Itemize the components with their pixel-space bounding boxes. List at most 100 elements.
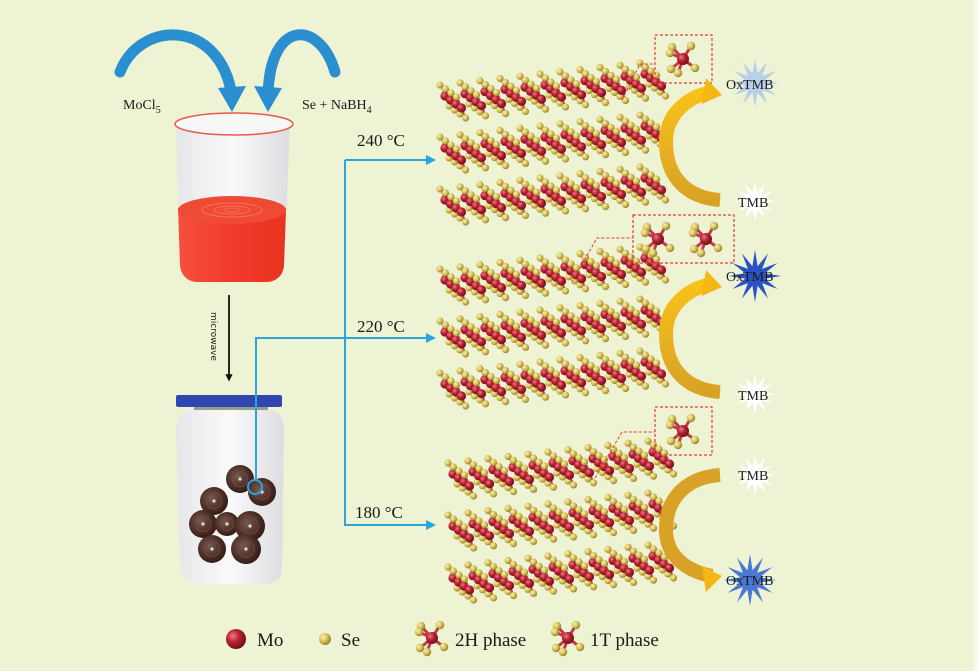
- se-atom: [532, 372, 541, 380]
- mo-atom: [596, 140, 607, 150]
- se-atom: [456, 79, 464, 87]
- se-atom: [501, 314, 510, 322]
- se-atom: [456, 131, 464, 139]
- se-atom: [489, 542, 498, 550]
- mo-atom: [584, 468, 595, 478]
- se-atom: [467, 271, 475, 279]
- se-atom: [472, 195, 481, 203]
- se-atom: [536, 70, 544, 78]
- se-atom: [492, 273, 501, 281]
- se-atom: [629, 474, 638, 482]
- mo-atom: [556, 276, 567, 286]
- se-atom: [607, 255, 615, 263]
- legend-1t-label: 1T phase: [590, 630, 659, 651]
- se-atom: [629, 443, 638, 451]
- se-atom: [547, 182, 555, 190]
- se-atom: [592, 314, 601, 322]
- mo-atom: [524, 578, 535, 589]
- se-atom: [647, 355, 655, 363]
- se-atom: [595, 452, 603, 460]
- se-atom: [509, 592, 518, 600]
- legend-se-label: Se: [341, 630, 360, 651]
- se-atom: [615, 449, 623, 457]
- se-atom: [481, 400, 490, 408]
- se-atom: [581, 70, 590, 78]
- se-atom: [447, 325, 455, 333]
- se-atom: [481, 216, 490, 224]
- se-atom: [560, 460, 569, 468]
- se-atom: [509, 488, 518, 496]
- se-atom: [461, 218, 470, 226]
- se-atom: [475, 569, 483, 577]
- mo-atom: [616, 269, 627, 279]
- se-atom: [561, 391, 570, 399]
- se-atom: [589, 583, 598, 591]
- se-atom: [627, 69, 635, 77]
- se-atom: [581, 337, 590, 345]
- se-atom: [475, 517, 483, 525]
- mo-atom: [584, 520, 595, 530]
- se-atom: [576, 302, 584, 310]
- se-atom: [484, 455, 492, 463]
- se-atom: [449, 567, 458, 575]
- se-atom: [587, 362, 595, 370]
- se-atom: [649, 545, 658, 553]
- se-atom: [621, 332, 630, 340]
- se-atom: [620, 453, 629, 461]
- se-atom: [532, 136, 541, 144]
- se-atom: [529, 558, 538, 566]
- catalysis-arrow-220: [658, 270, 722, 399]
- legend-2h-symbol: [414, 620, 449, 657]
- se-atom: [596, 299, 604, 307]
- se-atom: [504, 452, 512, 460]
- se-atom: [507, 82, 515, 90]
- se-atom: [616, 245, 624, 253]
- mo-atom: [456, 339, 467, 349]
- se-atom: [549, 556, 558, 564]
- se-atom: [532, 84, 541, 92]
- se-atom: [612, 127, 621, 135]
- catalysis-arrow-240: [658, 78, 722, 207]
- se-atom: [529, 537, 538, 546]
- se-atom: [541, 362, 550, 370]
- se-atom: [476, 77, 484, 85]
- se-atom: [484, 507, 492, 515]
- se-atom: [589, 479, 598, 487]
- se-atom: [629, 547, 638, 555]
- se-atom: [452, 381, 461, 389]
- se-atom: [461, 350, 470, 358]
- se-atom: [561, 176, 570, 184]
- se-atom: [540, 514, 549, 522]
- se-atom: [515, 512, 523, 521]
- se-atom: [452, 277, 461, 285]
- mo-atom: [556, 380, 567, 390]
- se-atom: [529, 506, 538, 514]
- se-atom: [635, 499, 643, 507]
- se-atom: [472, 143, 481, 151]
- se-atom: [609, 581, 618, 589]
- arrow-180: [344, 160, 436, 530]
- se-atom: [452, 145, 461, 153]
- se-atom: [481, 317, 490, 325]
- se-atom: [460, 471, 469, 479]
- mo-atom: [536, 382, 547, 392]
- se-atom: [449, 463, 458, 471]
- se-atom: [461, 135, 470, 143]
- catalysis-arrow-180: [658, 468, 722, 592]
- se-atom: [636, 243, 644, 251]
- se-atom: [666, 436, 676, 446]
- se-atom: [455, 467, 463, 475]
- se-atom: [561, 287, 570, 295]
- reagent-mocl5-label: MoCl5: [123, 98, 161, 116]
- mo-atom: [596, 88, 607, 98]
- se-atom: [436, 133, 444, 141]
- se-atom: [581, 285, 590, 293]
- se-atom: [572, 184, 581, 192]
- se-atom: [532, 268, 541, 276]
- se-atom: [436, 265, 444, 273]
- se-atom: [464, 561, 472, 569]
- mo-atom: [636, 135, 647, 145]
- se-atom: [524, 502, 532, 510]
- se-atom: [544, 448, 552, 456]
- se-atom: [641, 244, 651, 254]
